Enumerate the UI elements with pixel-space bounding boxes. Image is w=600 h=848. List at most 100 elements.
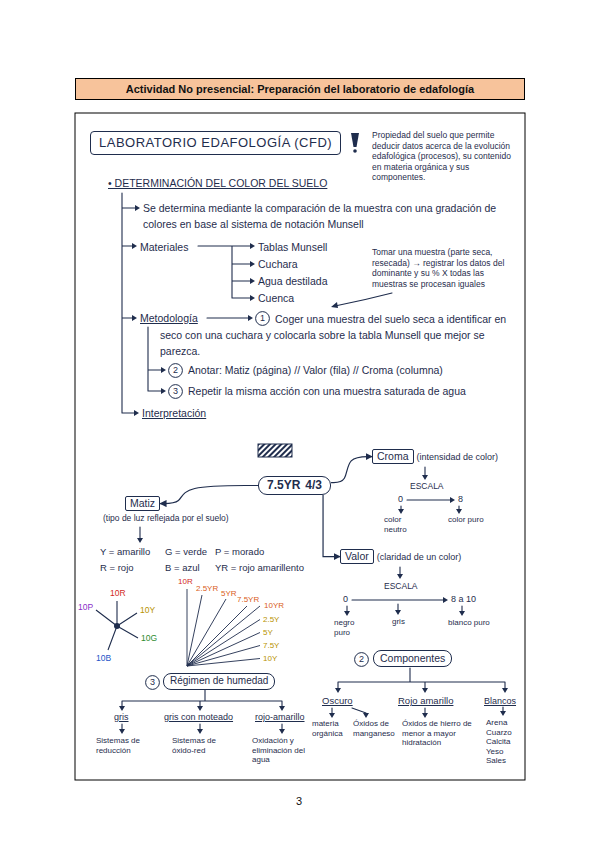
- node-text: 3: [150, 677, 155, 687]
- handwritten-label: Tomar una muestra (parte seca, resecada)…: [372, 247, 520, 289]
- node-text: LABORATORIO EDAFOLOGÍA (CFD): [99, 135, 332, 150]
- handwritten-label: R = rojo: [100, 562, 134, 574]
- handwritten-label: Metodología: [140, 311, 198, 325]
- munsell-notation-bubble: 7.5YR4/3: [258, 476, 331, 495]
- handwritten-label: 8: [458, 494, 463, 505]
- boxed-term: Matiz(tipo de luz reflejada por el suelo…: [125, 496, 229, 524]
- node-text: Valor: [340, 549, 374, 564]
- handwritten-label: P = morado: [215, 546, 264, 558]
- page-frame: [75, 113, 525, 780]
- node-text: Matiz: [125, 496, 160, 511]
- handwritten-label: 10Y: [263, 654, 277, 663]
- handwritten-label: Materiales: [140, 240, 188, 254]
- handwritten-label: B = azul: [165, 562, 200, 574]
- handwritten-label: 10R: [178, 577, 193, 586]
- step-number-circle: 1: [255, 311, 270, 326]
- hatched-color-sample: [258, 444, 292, 457]
- node-subtext: 4/3: [305, 478, 322, 492]
- node-text: Régimen de humedad: [170, 675, 268, 686]
- handwritten-label: color puro: [448, 515, 484, 525]
- handwritten-label: 10YR: [264, 601, 284, 610]
- handwritten-label: 10B: [96, 653, 111, 663]
- handwritten-label: 3: [296, 795, 302, 808]
- handwritten-label: gris: [114, 712, 129, 723]
- hue-wheel-spokes: [96, 601, 138, 650]
- handwritten-label: materia orgánica: [312, 719, 352, 738]
- handwritten-label: rojo-amarillo: [255, 712, 305, 723]
- boxed-term: Croma(intensidad de color): [372, 449, 498, 464]
- node-text: Componentes: [380, 652, 445, 664]
- handwritten-label: Repetir la misma acción con una muestra …: [188, 384, 466, 398]
- hue-wheel-center: [114, 623, 120, 629]
- boxed-heading: LABORATORIO EDAFOLOGÍA (CFD): [90, 131, 341, 155]
- attention-icon: [351, 133, 359, 147]
- header-band: Actividad No presencial: Preparación del…: [75, 78, 525, 100]
- handwritten-label: Agua destilada: [258, 274, 327, 288]
- handwritten-label: Anotar: Matiz (página) // Valor (fila) /…: [188, 363, 443, 377]
- handwritten-label: 7.5Y: [263, 641, 279, 650]
- handwritten-label: Óxidos de manganeso: [353, 719, 399, 738]
- connector-arrow: [323, 495, 340, 557]
- handwritten-label: ESCALA: [384, 581, 418, 591]
- hue-fan-rays: [187, 589, 260, 666]
- step-number-circle: 3: [168, 384, 183, 399]
- handwritten-label: 2.5Y: [263, 615, 279, 624]
- node-text: 2: [359, 654, 364, 664]
- handwritten-label: Cuenca: [258, 291, 294, 305]
- circle-outline: [169, 364, 183, 378]
- handwritten-label: Oxidación y eliminación del agua: [252, 736, 314, 765]
- node-text: 1: [260, 313, 265, 323]
- circle-outline: [355, 653, 369, 667]
- handwritten-label: 10R: [110, 588, 126, 598]
- handwritten-label: Sistemas de óxido-red: [172, 736, 230, 755]
- node-subtext: (claridad de un color): [377, 552, 462, 562]
- handwritten-label: 5Y: [263, 628, 273, 637]
- handwritten-label: 10P: [78, 602, 93, 612]
- handwritten-label: 7.5YR: [237, 595, 259, 604]
- step-number-circle: 3: [145, 675, 160, 690]
- boxed-heading: Componentes: [373, 650, 452, 667]
- handwritten-label: gris: [392, 617, 405, 627]
- handwritten-label: Tablas Munsell: [258, 240, 327, 254]
- handwritten-label: color neutro: [384, 515, 424, 534]
- handwritten-label: Oscuro: [322, 695, 353, 707]
- handwritten-label: Blancos: [484, 695, 516, 707]
- node-text: 2: [173, 365, 178, 375]
- handwritten-label: • DETERMINACIÓN DEL COLOR DEL SUELO: [108, 176, 327, 190]
- handwritten-label: Arena Cuarzo Calcita Yeso Sales: [486, 718, 522, 766]
- boxed-heading: Régimen de humedad: [163, 673, 275, 690]
- page-title: Actividad No presencial: Preparación del…: [126, 83, 474, 95]
- handwritten-label: 8 a 10: [451, 594, 476, 605]
- step-number-circle: 2: [354, 652, 369, 667]
- node-subtext: (intensidad de color): [417, 452, 499, 462]
- circle-outline: [169, 385, 183, 399]
- node-text: 3: [173, 386, 178, 396]
- handwritten-label: 10Y: [140, 605, 155, 615]
- handwritten-label: gris con moteado: [164, 712, 233, 723]
- handwritten-label: blanco puro: [448, 618, 493, 628]
- handwritten-label: G = verde: [165, 546, 207, 558]
- boxed-term: Valor(claridad de un color): [340, 549, 461, 564]
- handwritten-label: 10G: [141, 633, 157, 643]
- handwritten-label: 2.5YR: [196, 584, 218, 593]
- step-number-circle: 2: [168, 363, 183, 378]
- connector-arrow: [160, 486, 258, 504]
- circle-outline: [256, 312, 270, 326]
- handwritten-label: Rojo amarillo: [398, 695, 453, 707]
- attention-icon-dot: [353, 149, 357, 153]
- handwritten-label: Interpretación: [142, 406, 206, 420]
- handwritten-label: 0: [343, 594, 348, 605]
- handwritten-label: YR = rojo amarillento: [215, 562, 304, 574]
- handwritten-label: Propiedad del suelo que permite deducir …: [372, 130, 522, 183]
- handwritten-label: Se determina mediante la comparación de …: [143, 200, 515, 232]
- circle-outline: [146, 676, 160, 690]
- handwritten-label: Sistemas de reducción: [96, 736, 154, 755]
- handwritten-label: negro puro: [334, 618, 368, 637]
- node-text: Croma: [372, 449, 414, 464]
- connector-arrow: [331, 457, 372, 483]
- handwritten-label: 0: [398, 494, 403, 505]
- handwritten-label: Coger una muestra del suelo seca a ident…: [160, 311, 518, 359]
- node-subtext: (tipo de luz reflejada por el suelo): [103, 513, 229, 524]
- handwritten-label: Cuchara: [258, 257, 298, 271]
